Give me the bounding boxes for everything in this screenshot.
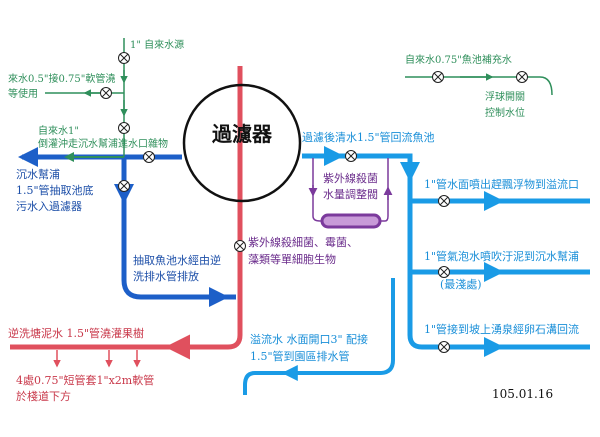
valve-icon[interactable] [438, 341, 450, 353]
sump-label-1: 沉水幫浦 [16, 167, 60, 181]
outlet-label-3: 1"管接到坡上湧泉經卵石溝回流 [424, 322, 579, 336]
filter-tank [182, 83, 302, 203]
valve-icon[interactable] [432, 71, 444, 83]
valve-icon[interactable] [118, 52, 130, 64]
float-switch-label-2: 控制水位 [485, 106, 525, 119]
drain-label-2: 洗排水管排放 [133, 269, 199, 283]
sump-label-2: 1.5"管抽取池底 [16, 183, 94, 197]
uv-desc-1: 紫外線殺細菌、霉菌、 [248, 235, 358, 249]
outlet-label-2: 1"管氣泡水噴吹汙泥到沉水幫浦 [424, 249, 579, 263]
top-up-title: 自來水0.75"魚池補充水 [405, 53, 512, 66]
overflow-label-2: 1.5"管到園區排水管 [250, 349, 350, 363]
backwash-pipe [10, 66, 243, 350]
backflush-label-2: 倒灌沖走沉水幫浦進水口雜物 [38, 137, 168, 150]
overflow-pipe [243, 278, 395, 395]
uv-valve-label-2: 水量調整閥 [323, 187, 378, 201]
tap-branch-label-1: 來水0.5"接0.75"軟管澆 [8, 72, 115, 85]
filter-label: 過濾器 [212, 122, 273, 146]
clean-return-title: 過濾後清水1.5"管回流魚池 [302, 130, 435, 144]
float-switch-label-1: 浮球開關 [485, 90, 525, 103]
uv-lamp [320, 213, 382, 229]
valve-icons [100, 52, 528, 353]
backflush-label-1: 自來水1" [38, 124, 79, 137]
overflow-label-1: 溢流水 水面開口3" 配接 [250, 332, 368, 346]
valve-icon[interactable] [118, 180, 130, 192]
valve-icon[interactable] [234, 240, 246, 252]
tap-source-label: 1" 自來水源 [130, 38, 184, 51]
backwash-note-1: 4處0.75"短管套1"x2m軟管 [16, 373, 154, 387]
valve-icon[interactable] [100, 87, 112, 99]
drain-label-1: 抽取魚池水經由逆 [133, 253, 221, 267]
tap-water-pipe [45, 38, 128, 162]
valve-icon[interactable] [345, 150, 357, 162]
top-up-pipe [405, 73, 553, 96]
backwash-note-2: 於棧道下方 [16, 389, 71, 403]
valve-icon[interactable] [118, 122, 130, 134]
valve-icon[interactable] [438, 266, 450, 278]
valve-icon[interactable] [143, 151, 155, 163]
uv-valve-label-1: 紫外線殺菌 [323, 171, 378, 185]
outlet-label-1: 1"管水面噴出趕飄浮物到溢流口 [424, 177, 579, 191]
tap-branch-label-2: 等使用 [8, 87, 38, 100]
uv-desc-2: 藻類等單細胞生物 [248, 252, 336, 266]
valve-icon[interactable] [516, 71, 528, 83]
sump-label-3: 污水入過濾器 [16, 199, 82, 213]
outlet-note-2: (最淺處) [440, 277, 482, 291]
valve-icon[interactable] [438, 195, 450, 207]
backwash-title: 逆洗塘泥水 1.5"管澆灌果樹 [8, 326, 144, 340]
diagram-date: 105.01.16 [492, 387, 553, 401]
